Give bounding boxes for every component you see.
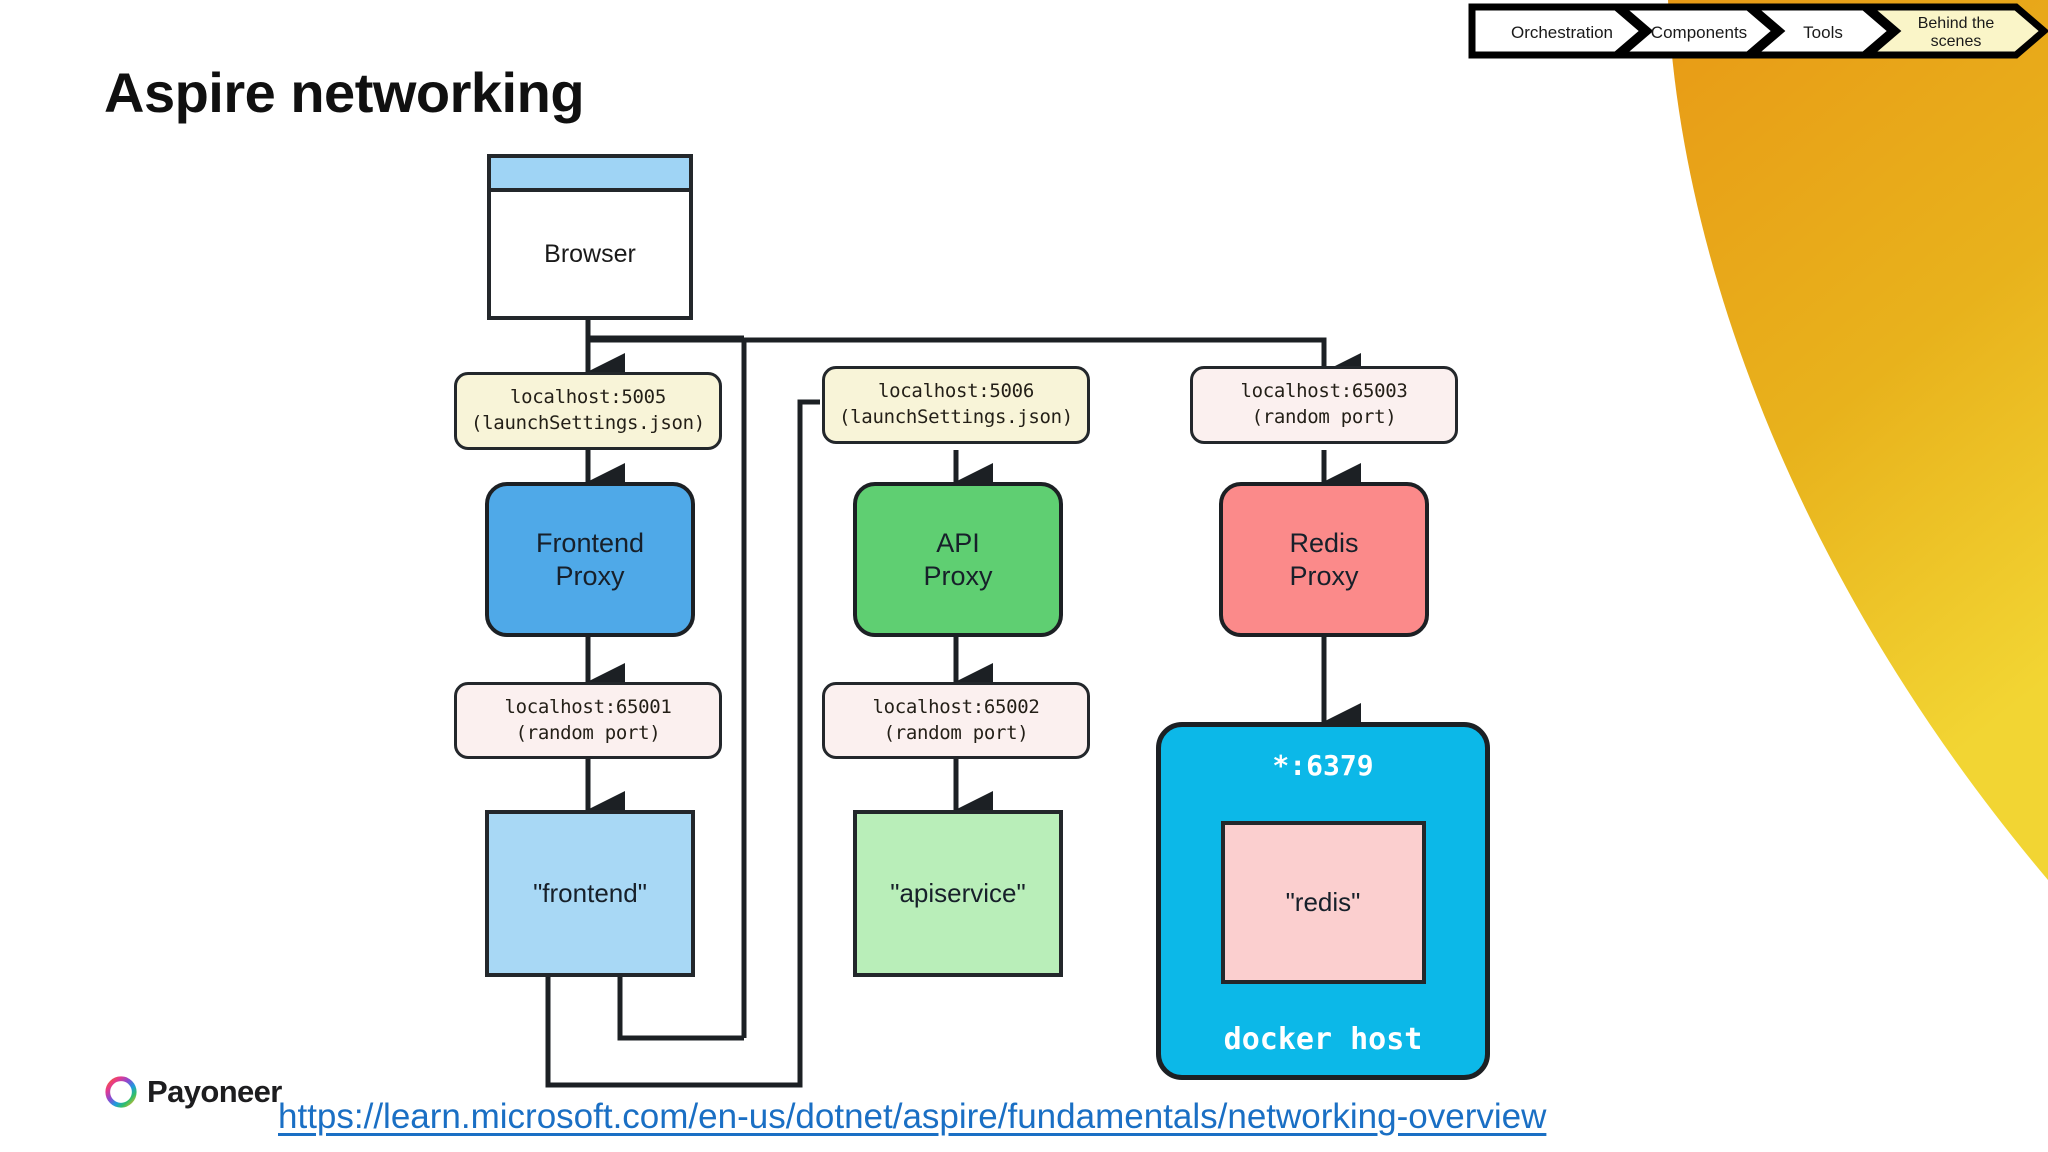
frontend-proxy-node: Frontend Proxy <box>485 482 695 637</box>
service-apiservice: "apiservice" <box>853 810 1063 977</box>
service-label: "frontend" <box>533 878 647 908</box>
breadcrumb-item-components[interactable]: Components <box>1634 10 1764 56</box>
port-line-2: (random port) <box>883 721 1029 744</box>
port-line-2: (launchSettings.json) <box>471 412 705 434</box>
browser-window: Browser <box>487 154 693 320</box>
service-label: "apiservice" <box>890 878 1026 908</box>
breadcrumb-item-label: Tools <box>1803 23 1843 43</box>
proxy-line-1: API <box>936 527 980 558</box>
proxy-line-1: Frontend <box>535 527 645 558</box>
api-proxy-node: API Proxy <box>853 482 1063 637</box>
port-line-1: localhost:65002 <box>872 695 1040 718</box>
docker-host-label: docker host <box>1223 1022 1423 1057</box>
proxy-line-2: Proxy <box>555 560 625 591</box>
proxy-line-1: Redis <box>1289 527 1359 558</box>
port-line-1: localhost:5005 <box>510 386 666 409</box>
port-localhost-65001: localhost:65001 (random port) <box>454 682 722 759</box>
breadcrumb-item-label: Components <box>1650 23 1748 43</box>
port-localhost-65002: localhost:65002 (random port) <box>822 682 1090 759</box>
page-title: Aspire networking <box>104 61 585 124</box>
docker-host-node: *:6379 "redis" docker host <box>1156 722 1490 1080</box>
service-frontend: "frontend" <box>485 810 695 977</box>
breadcrumb-item-tools[interactable]: Tools <box>1766 10 1880 56</box>
breadcrumb-item-orchestration[interactable]: Orchestration <box>1482 10 1642 56</box>
reference-link[interactable]: https://learn.microsoft.com/en-us/dotnet… <box>278 1097 1547 1136</box>
docker-exposed-port: *:6379 <box>1272 749 1374 782</box>
redis-container-label: "redis" <box>1285 886 1361 917</box>
proxy-line-2: Proxy <box>1289 560 1359 591</box>
breadcrumb-item-label: Orchestration <box>1510 23 1614 43</box>
breadcrumb-item-behind-the-scenes[interactable]: Behind the scenes <box>1886 10 2026 56</box>
redis-container: "redis" <box>1220 820 1426 984</box>
port-line-2: (launchSettings.json) <box>839 406 1073 428</box>
port-line-1: localhost:65001 <box>504 695 672 718</box>
proxy-line-2: Proxy <box>923 560 993 591</box>
browser-titlebar <box>491 158 689 192</box>
payoneer-wordmark: Payoneer <box>147 1074 282 1109</box>
port-line-1: localhost:5006 <box>878 380 1034 403</box>
port-line-2: (random port) <box>515 721 661 744</box>
breadcrumb-item-label: Behind the scenes <box>1917 14 1995 50</box>
payoneer-ring-icon <box>105 1076 137 1108</box>
port-localhost-65003: localhost:65003 (random port) <box>1190 366 1458 444</box>
payoneer-logo: Payoneer <box>104 1074 282 1110</box>
redis-proxy-node: Redis Proxy <box>1219 482 1429 637</box>
port-line-1: localhost:65003 <box>1240 380 1408 403</box>
port-line-2: (random port) <box>1251 406 1397 428</box>
port-localhost-5006: localhost:5006 (launchSettings.json) <box>822 366 1090 444</box>
breadcrumb: Orchestration Components Tools Behind th… <box>1468 3 2048 59</box>
port-localhost-5005: localhost:5005 (launchSettings.json) <box>454 372 722 450</box>
browser-label: Browser <box>544 239 636 268</box>
